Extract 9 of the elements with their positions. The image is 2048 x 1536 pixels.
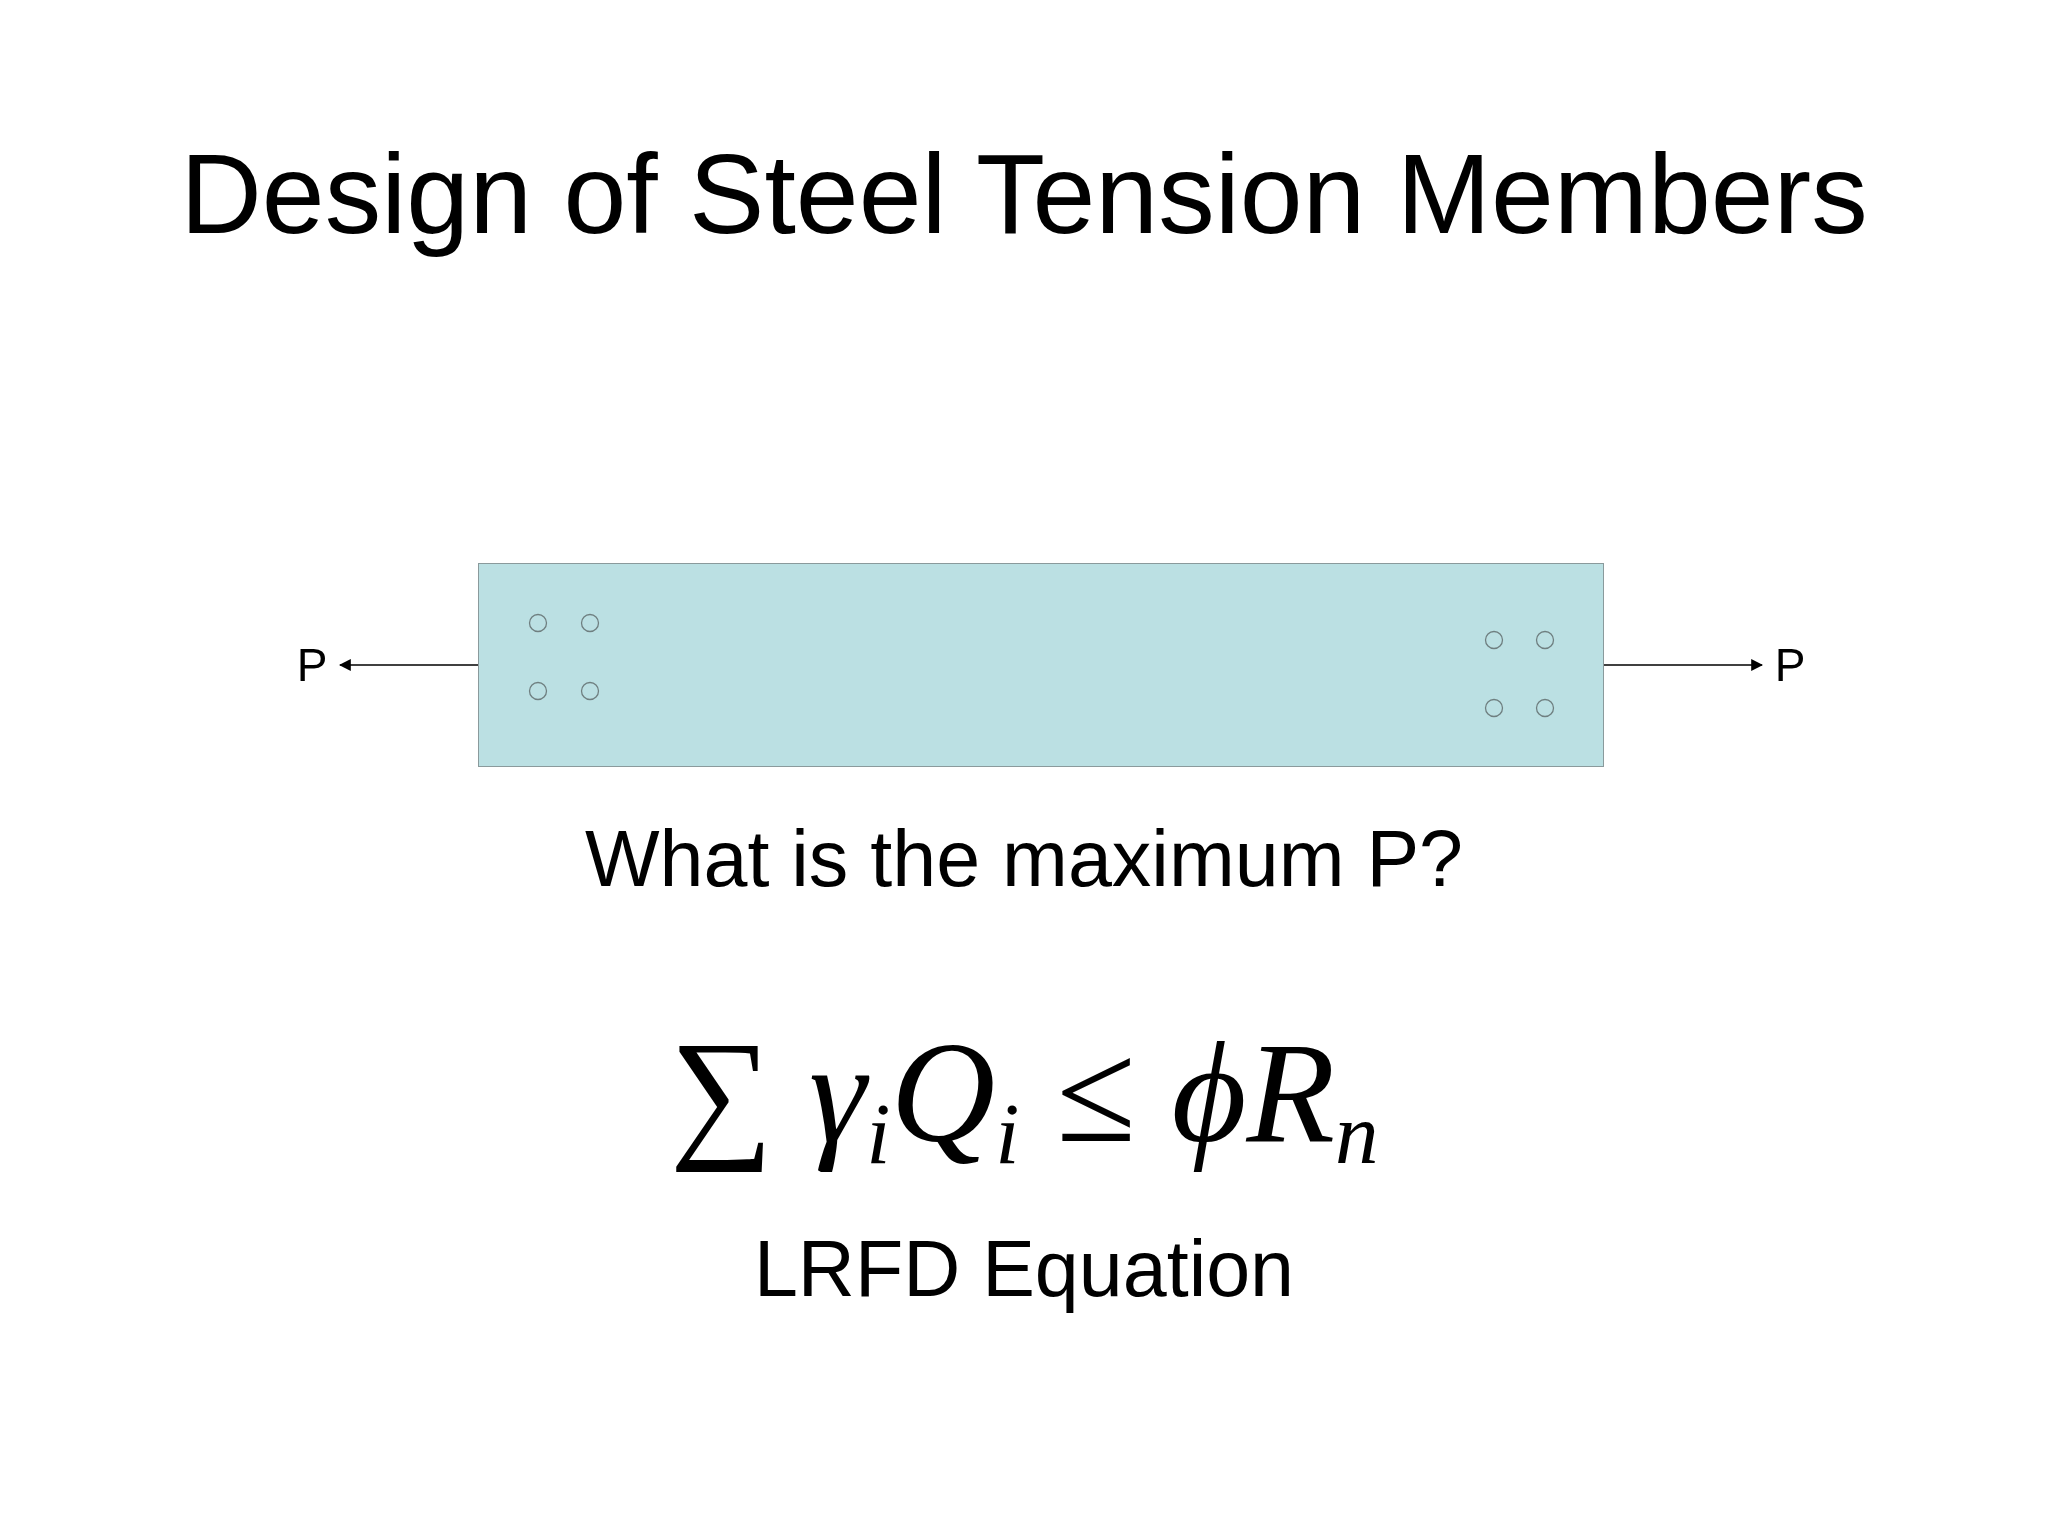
force-arrow [338, 659, 479, 671]
force-label: P [290, 630, 334, 700]
question-text: What is the maximum P? [585, 813, 1463, 905]
lrfd-formula: ∑ γ$_{i}$Q$_{i}$ ≤ ϕR$_{n}$ [669, 1011, 1379, 1184]
steel-plate [478, 563, 1604, 767]
force-arrow [1603, 659, 1764, 671]
slide-title: Design of Steel Tension Members [180, 130, 1868, 259]
formula-caption: LRFD Equation [753, 1223, 1295, 1315]
force-label: P [1768, 630, 1812, 700]
